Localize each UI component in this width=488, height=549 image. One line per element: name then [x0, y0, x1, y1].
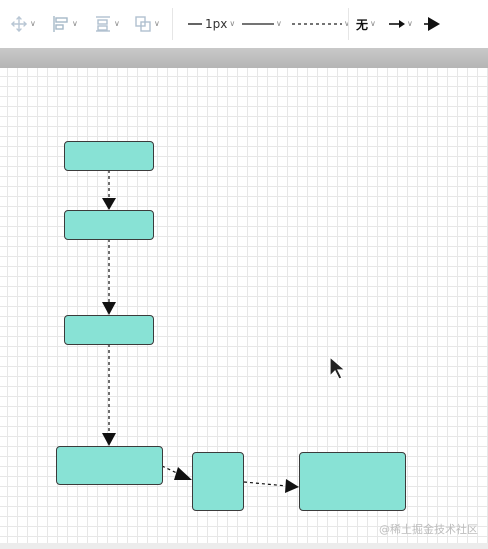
- toolbar: ∨ ∨ ∨ ∨ 1px ∨: [0, 0, 488, 49]
- arrow-end-select[interactable]: ∨: [389, 12, 413, 36]
- chevron-down-icon: ∨: [370, 19, 376, 28]
- arrow-filled-icon: [424, 17, 440, 31]
- chevron-down-icon: ∨: [344, 19, 350, 28]
- bottom-bar: [0, 543, 488, 549]
- diagram-node-1[interactable]: [64, 141, 154, 171]
- arrowhead-icon: [102, 302, 116, 315]
- move-icon: [11, 16, 27, 32]
- line-width-label: 1px: [205, 17, 228, 31]
- arrange-tool-button[interactable]: ∨: [134, 12, 160, 36]
- arrow-end-filled-select[interactable]: [424, 12, 440, 36]
- diagram-node-3[interactable]: [64, 315, 154, 345]
- dashed-line-icon: [292, 23, 342, 25]
- chevron-down-icon: ∨: [154, 19, 160, 28]
- mouse-cursor-icon: [329, 356, 347, 380]
- arrowhead-icon: [285, 479, 299, 493]
- chevron-down-icon: ∨: [407, 19, 413, 28]
- chevron-down-icon: ∨: [276, 19, 282, 28]
- chevron-down-icon: ∨: [72, 19, 78, 28]
- line-style-solid-select[interactable]: ∨: [242, 12, 282, 36]
- arrow-right-icon: [389, 20, 405, 28]
- solid-line-icon: [242, 23, 274, 25]
- chevron-down-icon: ∨: [114, 19, 120, 28]
- align-tool-button[interactable]: ∨: [52, 12, 78, 36]
- arrow-start-label: 无: [356, 17, 369, 32]
- edge-5-6[interactable]: [243, 481, 288, 487]
- line-width-icon: [188, 23, 202, 25]
- line-style-dashed-select[interactable]: ∨: [292, 12, 350, 36]
- move-tool-button[interactable]: ∨: [10, 12, 36, 36]
- arrowhead-icon: [174, 467, 192, 480]
- layers-icon: [135, 16, 151, 32]
- toolbar-separator: [348, 8, 349, 40]
- diagram-node-5[interactable]: [192, 452, 244, 511]
- diagram-node-4[interactable]: [56, 446, 163, 485]
- arrowhead-icon: [102, 433, 116, 446]
- line-width-select[interactable]: 1px ∨: [188, 12, 235, 36]
- distribute-icon: [96, 16, 110, 32]
- diagram-node-2[interactable]: [64, 210, 154, 240]
- align-left-icon: [53, 16, 68, 32]
- distribute-tool-button[interactable]: ∨: [94, 12, 120, 36]
- chevron-down-icon: ∨: [229, 19, 236, 28]
- arrow-start-select[interactable]: 无 ∨: [356, 12, 376, 36]
- chevron-down-icon: ∨: [30, 19, 36, 28]
- watermark-text: @稀土掘金技术社区: [379, 523, 478, 536]
- toolbar-divider-bar: [0, 48, 488, 68]
- diagram-node-6[interactable]: [299, 452, 406, 511]
- arrowhead-icon: [102, 198, 116, 210]
- toolbar-separator: [172, 8, 173, 40]
